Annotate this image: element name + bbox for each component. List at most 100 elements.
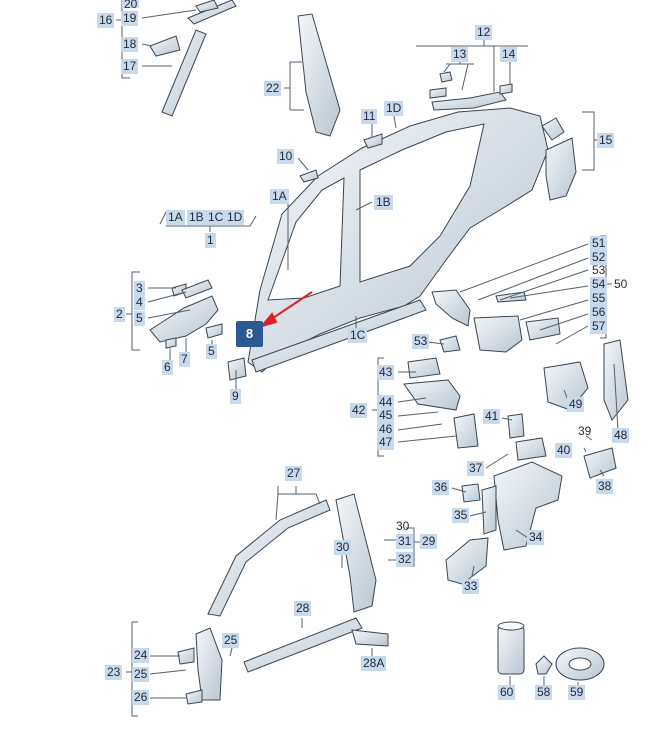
- part-58: [535, 655, 553, 675]
- bracket-16-19-17: [121, 0, 130, 79]
- callout-59[interactable]: 59: [568, 685, 586, 700]
- callout-36[interactable]: 36: [432, 480, 450, 495]
- part-14: [499, 83, 513, 95]
- callout-57[interactable]: 57: [590, 319, 608, 334]
- callout-46[interactable]: 46: [377, 422, 395, 437]
- callout-41[interactable]: 41: [483, 409, 501, 424]
- callout-25[interactable]: 25: [222, 633, 240, 648]
- callout-22[interactable]: 22: [264, 81, 282, 96]
- callout-25-left[interactable]: 25: [132, 667, 150, 682]
- bracket-15: [582, 111, 598, 171]
- callout-26[interactable]: 26: [132, 690, 150, 705]
- callout-6[interactable]: 6: [162, 360, 173, 375]
- callout-50[interactable]: 50: [614, 277, 628, 291]
- callout-1C[interactable]: 1C: [348, 328, 368, 343]
- callout-1D[interactable]: 1D: [384, 101, 404, 116]
- callout-60[interactable]: 60: [498, 685, 516, 700]
- callout-11[interactable]: 11: [361, 109, 378, 124]
- callout-53[interactable]: 53: [412, 334, 430, 349]
- callout-39[interactable]: 39: [578, 424, 592, 438]
- callout-30[interactable]: 30: [334, 540, 352, 555]
- callout-4[interactable]: 4: [134, 295, 145, 310]
- callout-23[interactable]: 23: [105, 665, 123, 680]
- callout-group-1C[interactable]: 1C: [206, 210, 226, 225]
- callout-24[interactable]: 24: [132, 648, 150, 663]
- callout-18[interactable]: 18: [121, 37, 139, 52]
- callout-7[interactable]: 7: [179, 352, 190, 367]
- callout-27[interactable]: 27: [285, 466, 303, 481]
- callout-56[interactable]: 56: [590, 305, 608, 320]
- callout-40[interactable]: 40: [555, 443, 573, 458]
- callout-38[interactable]: 38: [596, 479, 614, 494]
- callout-33[interactable]: 33: [462, 579, 480, 594]
- callout-17[interactable]: 17: [121, 59, 139, 74]
- callout-49[interactable]: 49: [567, 397, 585, 412]
- part-22-pillar: [297, 13, 341, 137]
- part-43: [407, 357, 441, 379]
- callout-16[interactable]: 16: [97, 13, 115, 28]
- part-47: [453, 413, 479, 449]
- part-2-bracket: [149, 295, 219, 343]
- callout-54[interactable]: 54: [590, 277, 608, 292]
- part-29-bpillar: [335, 493, 377, 613]
- callout-58[interactable]: 58: [535, 685, 553, 700]
- callout-45[interactable]: 45: [377, 408, 395, 423]
- callout-12[interactable]: 12: [475, 25, 493, 40]
- callout-group-1A[interactable]: 1A: [166, 210, 185, 225]
- callout-19[interactable]: 19: [121, 11, 139, 26]
- callout-group-1D[interactable]: 1D: [225, 210, 245, 225]
- part-13-b: [429, 87, 447, 99]
- callout-47[interactable]: 47: [377, 435, 395, 450]
- part-6: [165, 337, 177, 349]
- callout-group-1B[interactable]: 1B: [187, 210, 206, 225]
- part-41: [507, 413, 525, 439]
- part-53-bracket: [439, 335, 461, 353]
- callout-31[interactable]: 31: [396, 534, 414, 549]
- callout-48[interactable]: 48: [612, 428, 630, 443]
- bracket-1: [159, 211, 257, 232]
- callout-5-left[interactable]: 5: [134, 311, 145, 326]
- part-60-can: [497, 625, 525, 675]
- part-9: [227, 357, 247, 381]
- callout-34[interactable]: 34: [527, 530, 545, 545]
- callout-28[interactable]: 28: [294, 601, 312, 616]
- callout-15[interactable]: 15: [597, 133, 615, 148]
- part-38: [583, 447, 617, 479]
- callout-52[interactable]: 52: [590, 250, 608, 265]
- part-10: [299, 169, 319, 183]
- callout-13[interactable]: 13: [451, 47, 469, 62]
- part-34-wheelhouse: [493, 461, 563, 551]
- callout-10[interactable]: 10: [277, 149, 295, 164]
- callout-51[interactable]: 51: [590, 236, 608, 251]
- part-12-strip: [431, 91, 507, 111]
- part-24: [177, 647, 195, 665]
- callout-1[interactable]: 1: [205, 233, 216, 248]
- callout-28A[interactable]: 28A: [361, 656, 387, 671]
- part-19: [195, 0, 219, 13]
- callout-44[interactable]: 44: [377, 395, 395, 410]
- part-26: [185, 689, 203, 705]
- callout-14[interactable]: 14: [500, 47, 518, 62]
- callout-9[interactable]: 9: [230, 389, 241, 404]
- callout-29[interactable]: 29: [420, 534, 438, 549]
- callout-1B[interactable]: 1B: [374, 195, 393, 210]
- callout-2[interactable]: 2: [114, 307, 125, 322]
- callout-1A[interactable]: 1A: [270, 189, 289, 204]
- callout-53-upper[interactable]: 53: [592, 263, 606, 277]
- callout-43[interactable]: 43: [377, 365, 395, 380]
- callout-5[interactable]: 5: [206, 344, 217, 359]
- callout-3[interactable]: 3: [134, 281, 145, 296]
- part-33: [445, 537, 489, 585]
- callout-30-right[interactable]: 30: [396, 519, 410, 533]
- callout-35[interactable]: 35: [452, 508, 470, 523]
- part-4: [181, 279, 213, 299]
- part-11: [363, 133, 383, 149]
- callout-32[interactable]: 32: [396, 552, 414, 567]
- callout-37[interactable]: 37: [467, 461, 485, 476]
- callout-42[interactable]: 42: [350, 403, 368, 418]
- highlight-badge-8[interactable]: 8: [236, 321, 263, 347]
- callout-55[interactable]: 55: [590, 291, 608, 306]
- callout-20[interactable]: 20: [122, 0, 140, 8]
